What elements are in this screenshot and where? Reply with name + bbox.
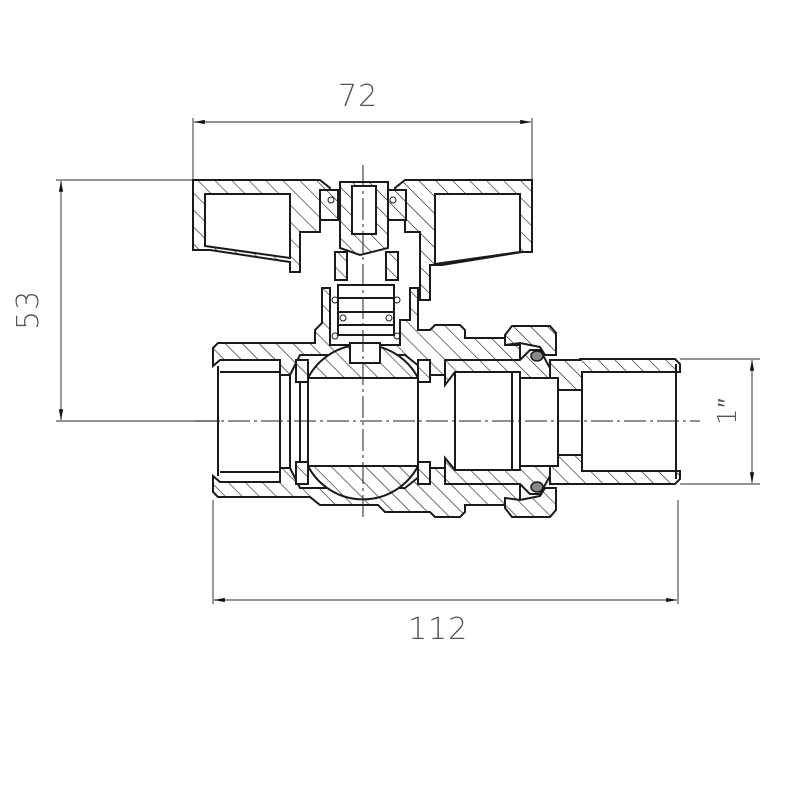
dimension-72 [192, 118, 533, 180]
butterfly-handle [192, 179, 533, 301]
stem [331, 251, 401, 340]
union [444, 325, 681, 518]
dimension-label-1-inch: 1″ [713, 397, 743, 425]
dimension-label-53: 53 [11, 289, 46, 330]
dimension-1-inch [680, 358, 760, 485]
dimension-112 [212, 500, 679, 604]
dimension-label-72: 72 [338, 79, 379, 114]
dimension-53 [56, 179, 220, 422]
center-lines [195, 165, 700, 520]
dimension-label-112: 112 [408, 612, 469, 647]
